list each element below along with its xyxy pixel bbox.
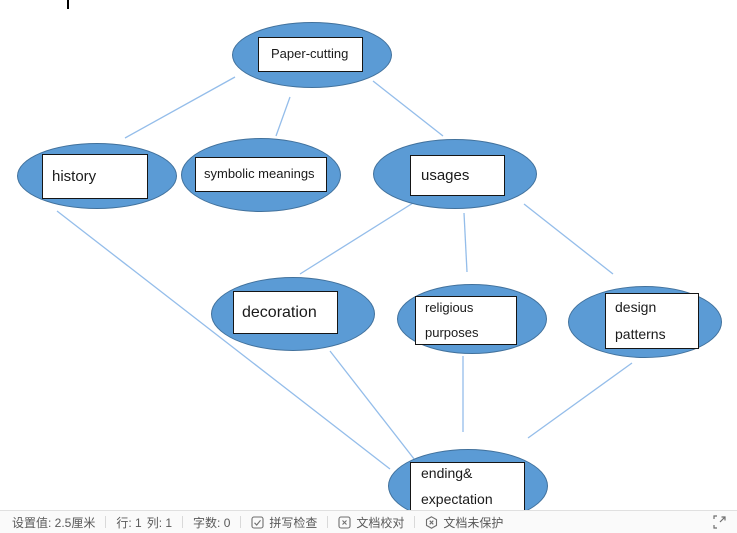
connector-usages-religious[interactable] <box>463 212 468 273</box>
connector-paper-usages[interactable] <box>372 80 444 137</box>
status-bar: 设置值: 2.5厘米 行: 1 列: 1 字数: 0 拼写检查 文档校对 <box>0 510 737 533</box>
status-setting-value[interactable]: 设置值: 2.5厘米 <box>8 514 105 531</box>
status-separator <box>327 516 329 528</box>
fullscreen-expand-icon[interactable] <box>713 515 729 529</box>
document-proofing-label: 文档校对 <box>356 515 405 530</box>
node-label: design patterns <box>615 299 666 342</box>
connector-design-ending[interactable] <box>527 362 633 439</box>
setting-value-text: 设置值: 2.5厘米 <box>12 515 96 530</box>
label-box-religious-purposes[interactable]: religious purposes <box>415 296 517 345</box>
spell-check-label: 拼写检查 <box>269 515 318 530</box>
box-x-icon <box>338 515 351 529</box>
hexagon-x-icon <box>425 515 438 529</box>
status-document-protection[interactable]: 文档未保护 <box>415 514 513 531</box>
label-box-usages[interactable]: usages <box>410 155 505 196</box>
connector-usages-design[interactable] <box>523 203 614 275</box>
line-number-text: 行: 1 <box>116 515 142 530</box>
status-word-count[interactable]: 字数: 0 <box>183 514 240 531</box>
node-label: decoration <box>242 303 317 321</box>
label-box-paper-cutting[interactable]: Paper-cutting <box>258 37 363 72</box>
node-label: religious purposes <box>425 300 479 340</box>
connector-history-ending[interactable] <box>56 210 391 470</box>
label-box-history[interactable]: history <box>42 154 148 199</box>
label-box-ending-expectation[interactable]: ending& expectation <box>410 462 525 512</box>
connector-paper-symbolic[interactable] <box>275 96 291 137</box>
node-label: history <box>52 167 97 185</box>
status-separator <box>414 516 416 528</box>
checkbox-check-icon <box>251 515 264 529</box>
connector-paper-history[interactable] <box>124 76 236 139</box>
status-document-proofing[interactable]: 文档校对 <box>328 514 414 531</box>
label-box-decoration[interactable]: decoration <box>233 291 338 334</box>
status-separator <box>182 516 184 528</box>
status-line-column[interactable]: 行: 1 列: 1 <box>106 514 182 531</box>
text-cursor <box>67 0 69 9</box>
connector-usages-decoration[interactable] <box>299 202 414 275</box>
node-label: ending& expectation <box>421 465 493 507</box>
node-label: Paper-cutting <box>271 46 349 62</box>
label-box-symbolic-meanings[interactable]: symbolic meanings <box>195 157 327 192</box>
word-count-text: 字数: 0 <box>193 515 231 530</box>
connector-decoration-ending[interactable] <box>329 350 426 474</box>
node-label: symbolic meanings <box>204 166 315 182</box>
node-label: usages <box>421 166 470 184</box>
label-box-design-patterns[interactable]: design patterns <box>605 293 699 349</box>
status-separator <box>105 516 107 528</box>
status-spell-check[interactable]: 拼写检查 <box>241 514 327 531</box>
document-protection-label: 文档未保护 <box>443 515 504 530</box>
status-separator <box>240 516 242 528</box>
column-number-text: 列: 1 <box>146 515 173 530</box>
